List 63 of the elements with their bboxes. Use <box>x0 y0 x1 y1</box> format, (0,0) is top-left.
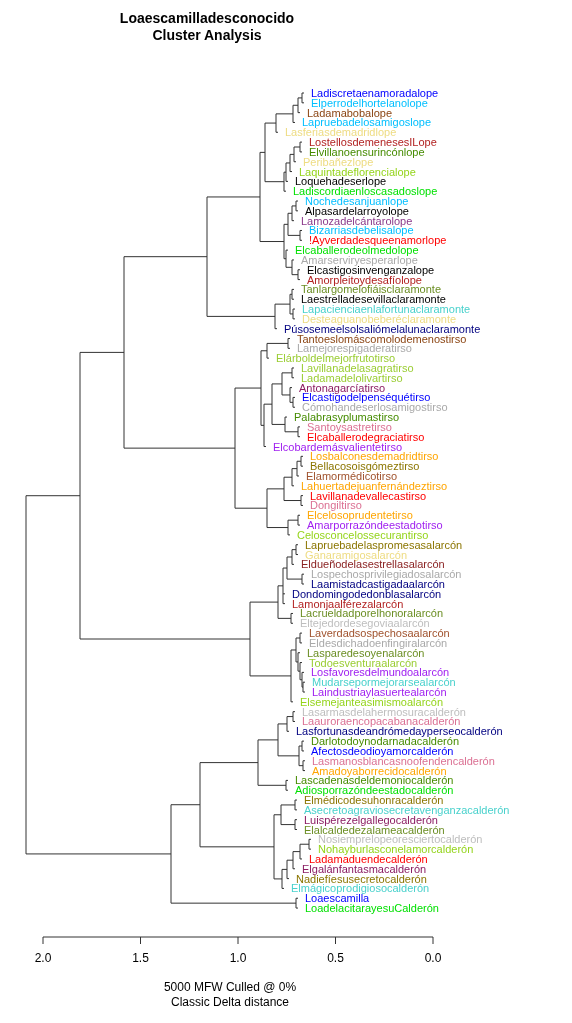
leaf-label: Laquintadeflorencialope <box>299 166 416 177</box>
leaf-label: Elcelosoprudentetirso <box>307 510 413 521</box>
leaf-label: Losbalconesdemadridtirso <box>310 451 439 462</box>
leaf-label: Lapacienciaenlafortunaclaramonte <box>302 304 471 315</box>
leaf-label: Lospechosprivilegiadosalarcón <box>311 569 462 580</box>
leaf-label: Ladiscretaenamoradalope <box>311 88 439 98</box>
leaf-label: Elcaballerodeolmedolope <box>295 245 419 256</box>
leaf-label: Loquehadeserlope <box>295 176 387 187</box>
chart-caption: 5000 MFW Culled @ 0% Classic Delta distance <box>162 980 298 1010</box>
leaf-label: Lamejorespigaderatirso <box>297 343 412 354</box>
leaf-label: Elcastigodelpenséquétirso <box>302 392 431 403</box>
leaf-label: Nochedesanjuanlope <box>305 196 409 206</box>
leaf-label: Darlotodoynodarnadacalderón <box>311 736 459 747</box>
leaf-label: Elmédicodesuhonracalderón <box>304 795 444 806</box>
leaf-label: LostellosdemenesesILope <box>309 137 437 148</box>
leaf-label: Elvillanoensurincónlope <box>309 146 425 157</box>
leaf-label: Mudarsepormejorarsealarcón <box>312 677 456 688</box>
leaf-label: Laauroraencopacabanacalderón <box>302 716 461 727</box>
leaf-label: Lascadenasdeldemoniocalderón <box>295 775 454 786</box>
leaf-label: Elárboldelmejorfrutotirso <box>276 353 396 364</box>
leaf-label: Amarporrazóndeestadotirso <box>307 520 443 531</box>
leaf-label: !Ayverdadesqueenamorlope <box>309 235 447 246</box>
leaf-label: Lacrueldadporelhonoralarcón <box>300 608 444 619</box>
leaf-label: Nohayburlasconelamorcalderón <box>318 844 474 855</box>
leaf-label: Lasferiasdemadridlope <box>285 127 397 138</box>
leaf-label: Bizarriasdebelisalope <box>309 225 414 236</box>
leaf-label: Peribañezlope <box>303 156 374 167</box>
leaf-label: Lapruebadelaspromesasalarcón <box>305 539 463 550</box>
leaf-label: Laamistadcastigadaalarcón <box>311 579 445 589</box>
leaf-label: Antonagarcíatirso <box>299 382 386 393</box>
axis-tick-label: 0.0 <box>423 951 443 965</box>
leaf-label: Lahuertadejuanfernándeztirso <box>301 480 448 491</box>
leaf-label: Amarserviryesperarlope <box>301 254 418 265</box>
axis-tick-label: 1.5 <box>131 951 150 965</box>
leaf-label: Desteaguanobeberéclaramonte <box>302 313 457 324</box>
leaf-label: Palabrasyplumastirso <box>294 412 400 423</box>
leaf-label: Lasfortunasdeandrómedayperseocalderón <box>296 726 503 737</box>
leaf-label: Nosiemprelopeoresciertocalderón <box>318 834 483 845</box>
leaf-label: Losfavoresdelmundoalarcón <box>311 667 450 678</box>
leaf-label: Tantoeslomáscomolodemenostirso <box>297 333 467 344</box>
leaf-label: Tanlargomelofiáisclaramonte <box>301 284 441 295</box>
chart-title: Loaescamilladesconocido Cluster Analysis <box>118 10 296 44</box>
leaf-label: Ladiscordiaenloscasadoslope <box>293 186 438 197</box>
leaf-label: Laindustriaylasuertealarcón <box>312 687 447 697</box>
leaf-label: Bellacosoisgómeztirso <box>310 461 420 472</box>
axis-tick-label: 0.5 <box>326 951 345 965</box>
axis-tick-label: 2.0 <box>33 951 53 965</box>
leaf-label: Celosconcelossecurantirso <box>297 529 429 540</box>
leaf-label: Elgalánfantasmacalderón <box>302 863 427 874</box>
axis-tick-label: 1.0 <box>228 951 248 965</box>
leaf-label: Laestrelladesevillaclaramonte <box>301 294 446 305</box>
leaf-label: Amadoyaborrecidocalderón <box>312 765 447 776</box>
leaf-label: Adiosporrazóndeestadocalderón <box>295 785 454 796</box>
leaf-label: Lapruebadelosamigoslope <box>302 117 432 128</box>
leaf-label: Laverdadsospechosaalarcón <box>309 628 450 639</box>
leaf-label: Eldueñodelasestrellasalarcón <box>301 559 445 570</box>
leaf-label: Cómohandeserlosamigostirso <box>302 402 448 413</box>
leaf-label: Eltejedordesegoviaalarcón <box>300 618 430 629</box>
leaf-label: LoadelacitarayesuCalderón <box>305 903 439 914</box>
leaf-label: Elmágicoprodigiosocalderón <box>291 883 430 894</box>
leaf-label: Dongiltirso <box>310 500 362 511</box>
leaf-label: Asecretoagraviosecretavenganzacalderón <box>304 804 510 815</box>
leaf-label: Loaescamilla <box>305 893 370 904</box>
